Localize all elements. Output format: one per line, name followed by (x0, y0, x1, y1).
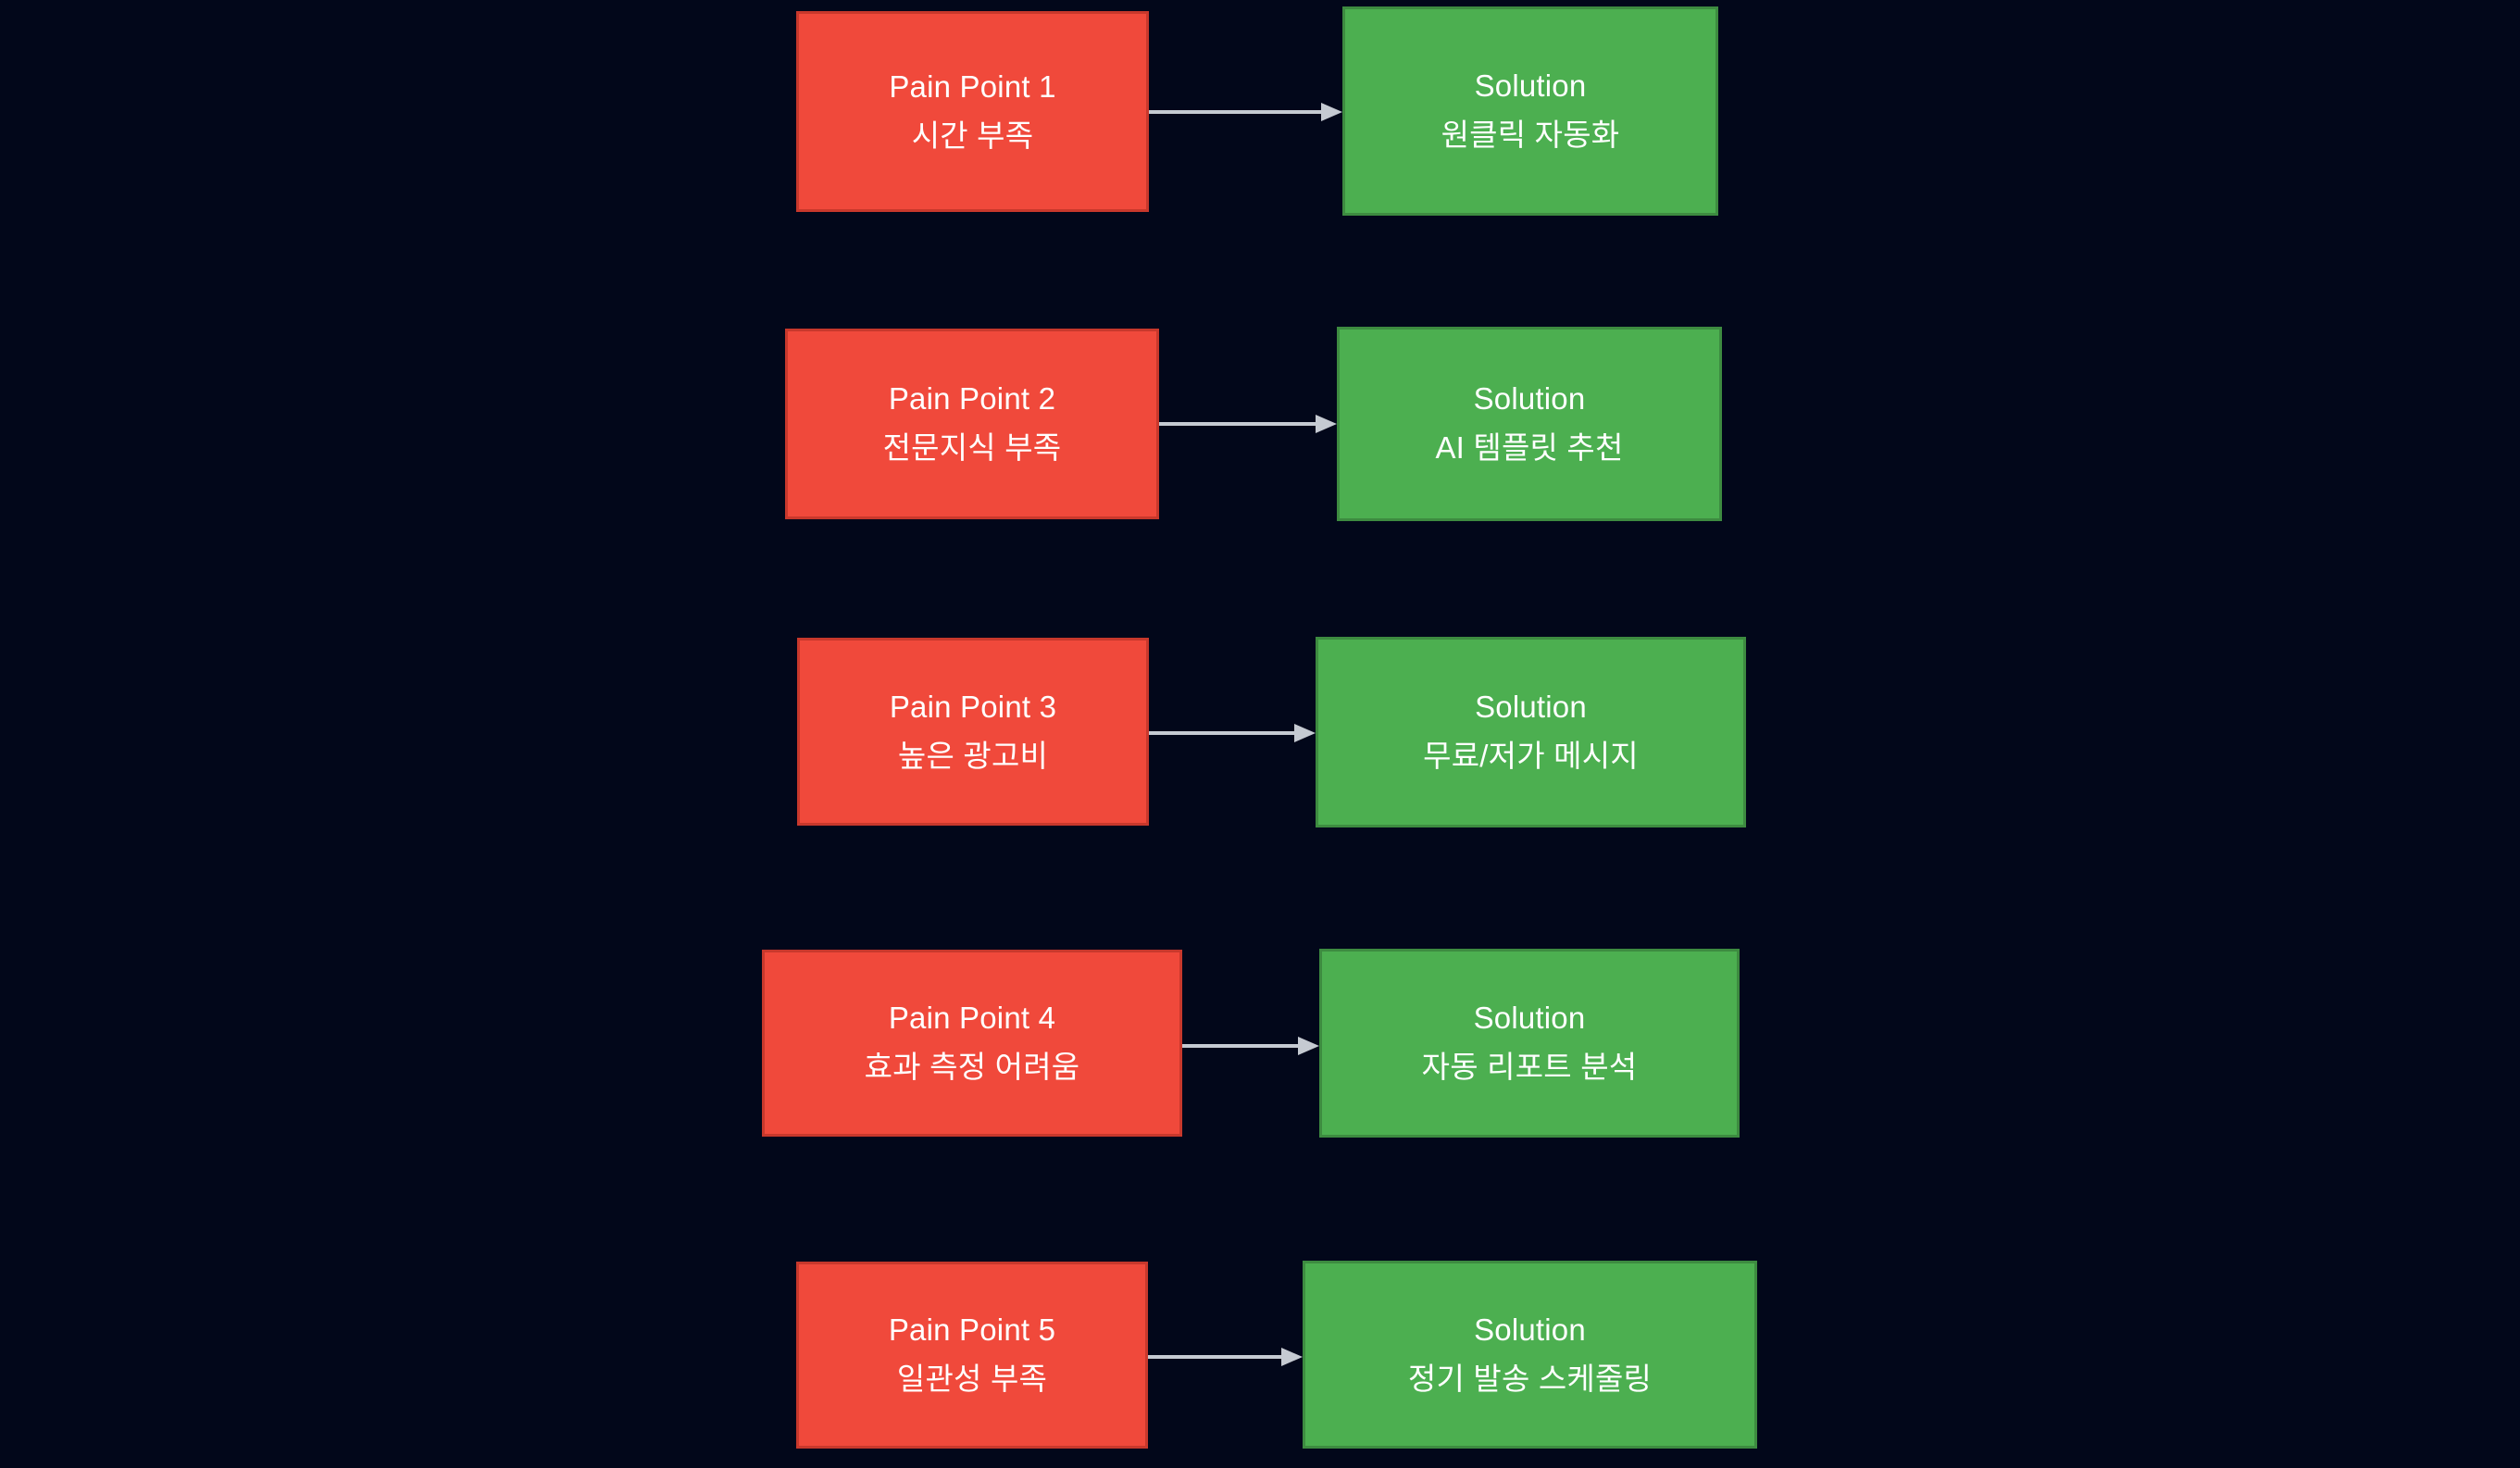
solution-detail-4: 자동 리포트 분석 (1421, 1050, 1638, 1084)
solution-node-5[interactable]: Solution 정기 발송 스케줄링 (1303, 1261, 1757, 1449)
solution-node-3[interactable]: Solution 무료/저가 메시지 (1316, 637, 1746, 827)
solution-title-3: Solution (1475, 690, 1587, 725)
pain-point-node-4[interactable]: Pain Point 4 효과 측정 어려움 (762, 950, 1182, 1137)
solution-node-2[interactable]: Solution AI 템플릿 추천 (1337, 327, 1722, 521)
solution-detail-3: 무료/저가 메시지 (1423, 739, 1639, 773)
solution-title-4: Solution (1473, 1001, 1586, 1036)
pain-point-detail-3: 높은 광고비 (897, 738, 1049, 773)
pain-point-title-3: Pain Point 3 (889, 689, 1057, 724)
arrow-connector-2 (1159, 412, 1337, 436)
solution-title-2: Solution (1473, 381, 1586, 417)
solution-node-4[interactable]: Solution 자동 리포트 분석 (1319, 949, 1740, 1138)
arrow-connector-5 (1148, 1345, 1303, 1369)
solution-detail-1: 원클릭 자동화 (1441, 118, 1620, 152)
pain-point-title-4: Pain Point 4 (888, 1001, 1056, 1036)
pain-point-node-1[interactable]: Pain Point 1 시간 부족 (796, 11, 1149, 212)
solution-detail-5: 정기 발송 스케줄링 (1407, 1361, 1653, 1396)
solution-title-1: Solution (1474, 68, 1587, 104)
pain-point-title-5: Pain Point 5 (888, 1312, 1056, 1348)
pain-point-title-2: Pain Point 2 (888, 381, 1056, 417)
pain-point-title-1: Pain Point 1 (889, 68, 1056, 104)
solution-detail-2: AI 템플릿 추천 (1435, 430, 1624, 465)
pain-point-node-5[interactable]: Pain Point 5 일관성 부족 (796, 1262, 1148, 1449)
arrow-connector-1 (1149, 100, 1342, 124)
arrow-connector-3 (1149, 721, 1316, 745)
solution-title-5: Solution (1474, 1312, 1586, 1347)
pain-point-node-2[interactable]: Pain Point 2 전문지식 부족 (785, 329, 1159, 519)
pain-point-detail-4: 효과 측정 어려움 (864, 1050, 1080, 1084)
arrow-connector-4 (1182, 1034, 1319, 1058)
pain-point-node-3[interactable]: Pain Point 3 높은 광고비 (797, 638, 1149, 826)
solution-node-1[interactable]: Solution 원클릭 자동화 (1342, 6, 1718, 216)
pain-point-detail-5: 일관성 부족 (896, 1362, 1048, 1396)
pain-point-detail-2: 전문지식 부족 (882, 430, 1062, 465)
pain-point-detail-1: 시간 부족 (911, 118, 1034, 153)
